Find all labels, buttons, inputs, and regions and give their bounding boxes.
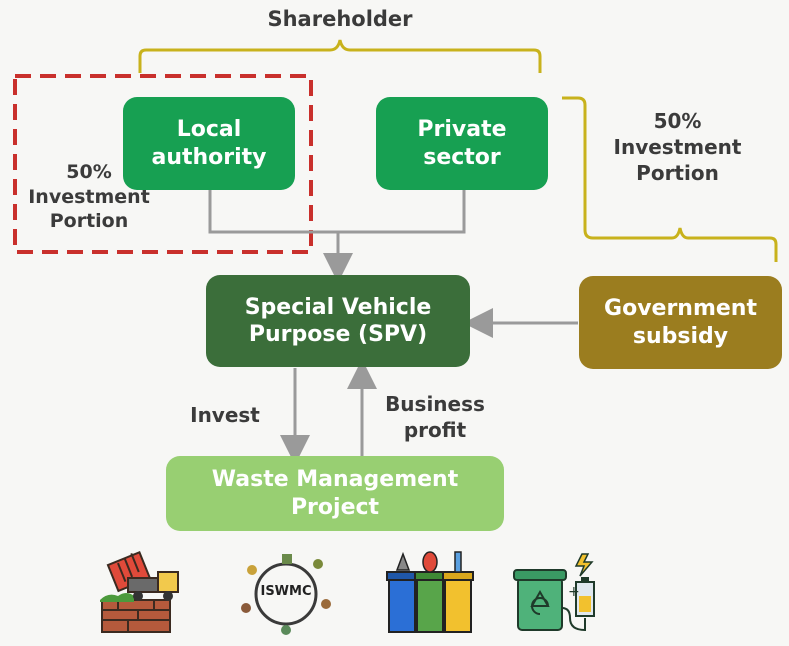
join-line: [208, 190, 466, 234]
garbage-truck-icon: [100, 550, 179, 633]
svg-text:+: +: [568, 584, 580, 600]
shareholder-label: Shareholder: [267, 7, 413, 31]
recycle-bin-battery-icon: +: [513, 553, 595, 632]
dashed-local-outline: [13, 74, 313, 254]
iswmc-cycle-icon: ISWMC: [222, 548, 350, 640]
right-portion-bracket: [562, 96, 778, 262]
shareholder-bracket: [138, 39, 542, 73]
invest-label: Invest: [190, 403, 260, 427]
business-profit-label: Business profit: [385, 392, 485, 442]
left-investment-portion-label: 50% Investment Portion: [28, 161, 150, 233]
iswmc-label: ISWMC: [260, 584, 312, 599]
recycling-bins-icon: [386, 551, 474, 633]
right-investment-portion-label: 50% Investment Portion: [613, 109, 742, 185]
